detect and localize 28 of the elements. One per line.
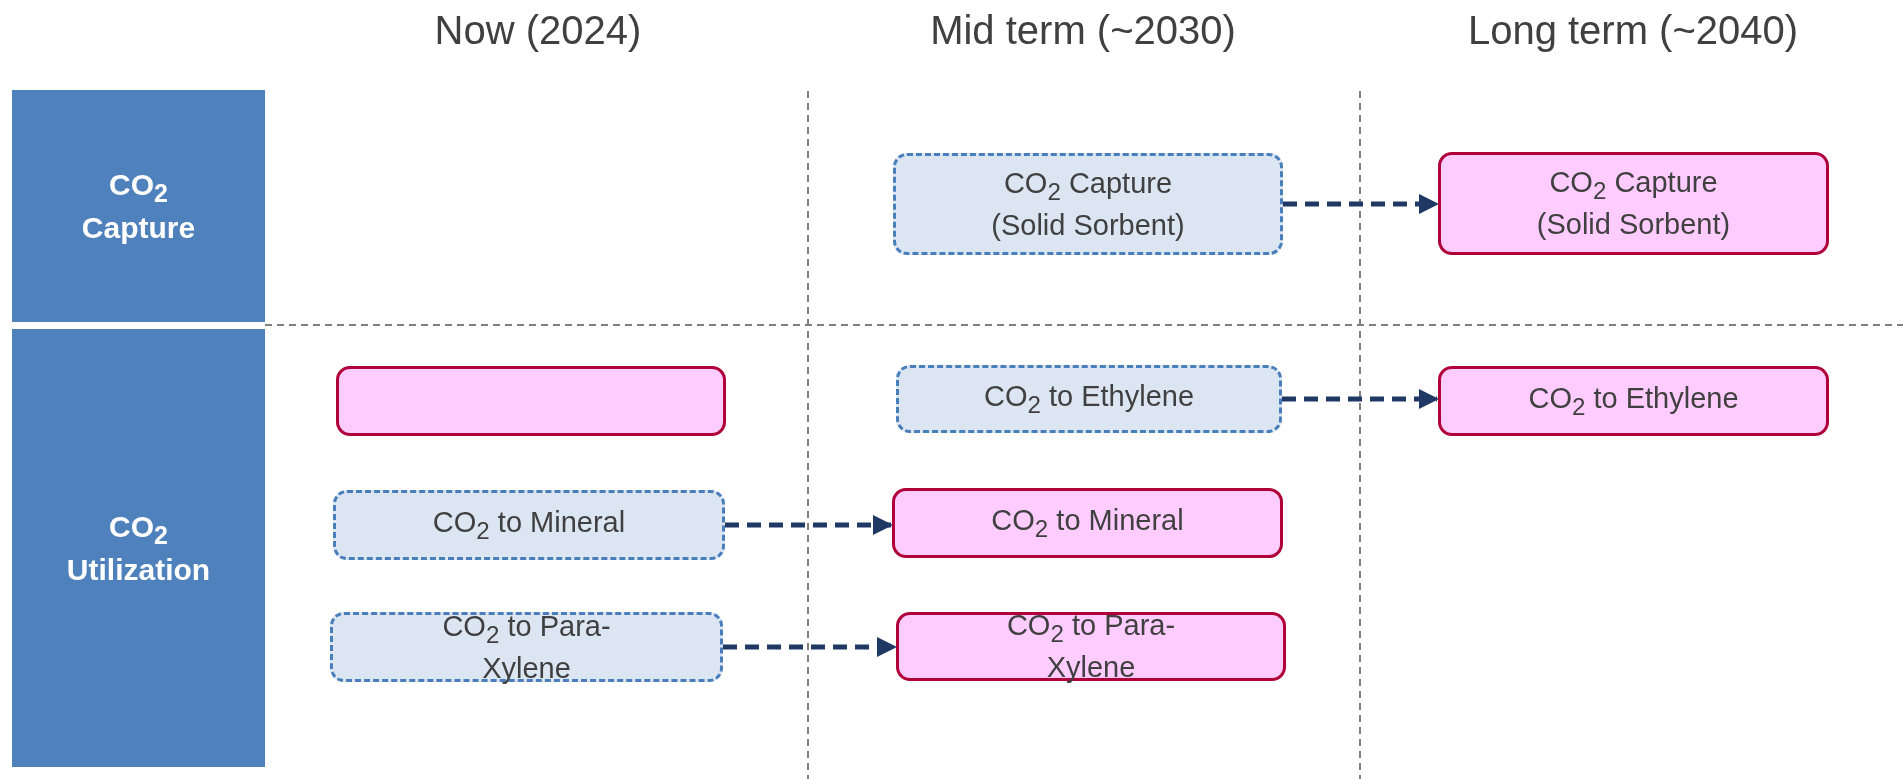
column-header: Mid term (~2030) xyxy=(930,8,1236,53)
box-label: CO$_{2}$ Capture (Solid Sorbent) xyxy=(990,165,1186,243)
target-box xyxy=(896,612,1286,681)
planned-box xyxy=(330,612,723,682)
box-label: CO$_{2}$ to Ethylene xyxy=(983,379,1195,420)
arrow xyxy=(723,637,897,657)
process-box xyxy=(336,366,726,436)
column-header: Now (2024) xyxy=(434,8,642,53)
column-header: Long term (~2040) xyxy=(1467,8,1799,53)
box-label: CO$_{2}$ to Para-Xylene xyxy=(441,608,612,686)
box-label: CO$_{2}$ Capture (Solid Sorbent) xyxy=(1535,165,1732,243)
box-label: CO$_{2}$ to Para-Xylene xyxy=(1005,608,1177,686)
target-box xyxy=(1438,366,1829,436)
target-box xyxy=(892,488,1283,558)
box-label: CO$_{2}$ to Mineral xyxy=(432,505,626,546)
box-label: CO$_{2}$ to Ethylene xyxy=(1528,381,1739,422)
row-header-box xyxy=(12,90,265,322)
planned-box xyxy=(896,365,1282,433)
arrow xyxy=(1283,194,1439,214)
planned-box xyxy=(333,490,725,560)
row-header-box xyxy=(12,329,265,767)
box-label: CO$_{2}$ to Mineral xyxy=(991,503,1184,544)
row-header-text: CO$_{2}$ Utilization xyxy=(65,508,212,588)
arrow xyxy=(1282,389,1439,409)
target-box xyxy=(1438,152,1829,255)
arrow xyxy=(725,515,893,535)
planned-box xyxy=(893,153,1283,255)
row-header-text: CO$_{2}$ Capture xyxy=(80,166,197,246)
